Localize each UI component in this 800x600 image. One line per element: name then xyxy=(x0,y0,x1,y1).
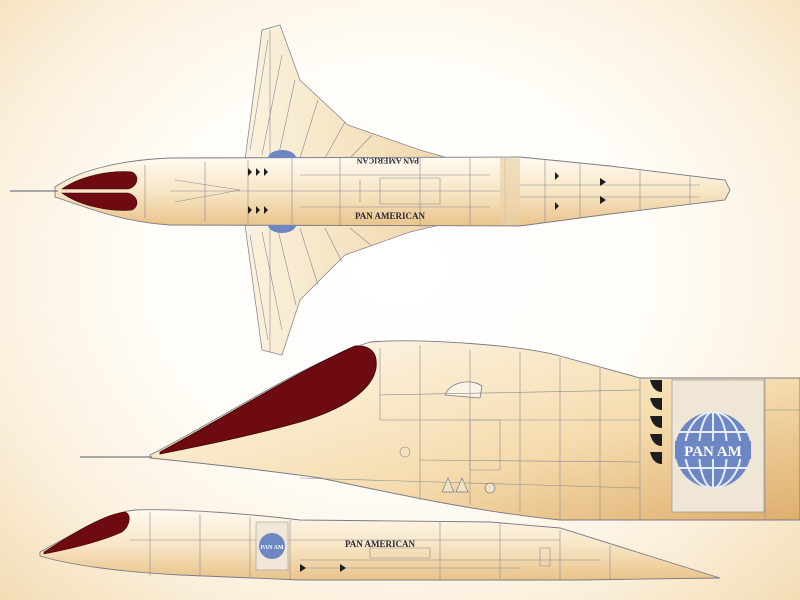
side-view-full-pan-am-logo xyxy=(259,533,285,559)
side-view-full-cockpit-window xyxy=(43,511,130,555)
side-view-enlarged-panel-lines xyxy=(299,345,800,520)
side-view-enlarged-vents xyxy=(650,380,662,464)
side-view-full-logo-text: PAN AM xyxy=(260,545,283,551)
top-view-cockpit-window-upper xyxy=(61,171,138,190)
top-view-vent-markers xyxy=(248,168,606,214)
top-view-wing-ribs xyxy=(249,30,373,352)
side-view-enlarged: PAN AM xyxy=(80,340,800,521)
side-view-enlarged-logo-text: PAN AM xyxy=(684,444,742,460)
top-view-fuselage xyxy=(54,156,731,227)
side-view-enlarged-pan-am-logo: PAN AM xyxy=(675,411,751,489)
top-view-logo-lower xyxy=(268,225,296,233)
top-view-upper-wing xyxy=(244,24,456,161)
top-view-logo-upper xyxy=(268,150,296,158)
top-view-cockpit-window-lower xyxy=(61,192,138,211)
side-view-full: PAN AM PAN AMERICAN xyxy=(39,509,721,581)
top-view-panel-lines xyxy=(144,158,700,225)
side-view-enlarged-cockpit-window xyxy=(159,345,377,455)
side-view-full-panel-lines xyxy=(130,512,611,580)
top-view-lower-wing xyxy=(244,224,441,356)
side-view-full-livery: PAN AMERICAN xyxy=(345,539,416,549)
top-view-livery-lower: PAN AMERICAN xyxy=(355,211,426,221)
side-view-enlarged-canopy xyxy=(444,381,483,399)
top-view: PAN AMERICAN PAN AMERICAN xyxy=(10,24,731,356)
top-view-livery-upper: PAN AMERICAN xyxy=(357,156,420,165)
